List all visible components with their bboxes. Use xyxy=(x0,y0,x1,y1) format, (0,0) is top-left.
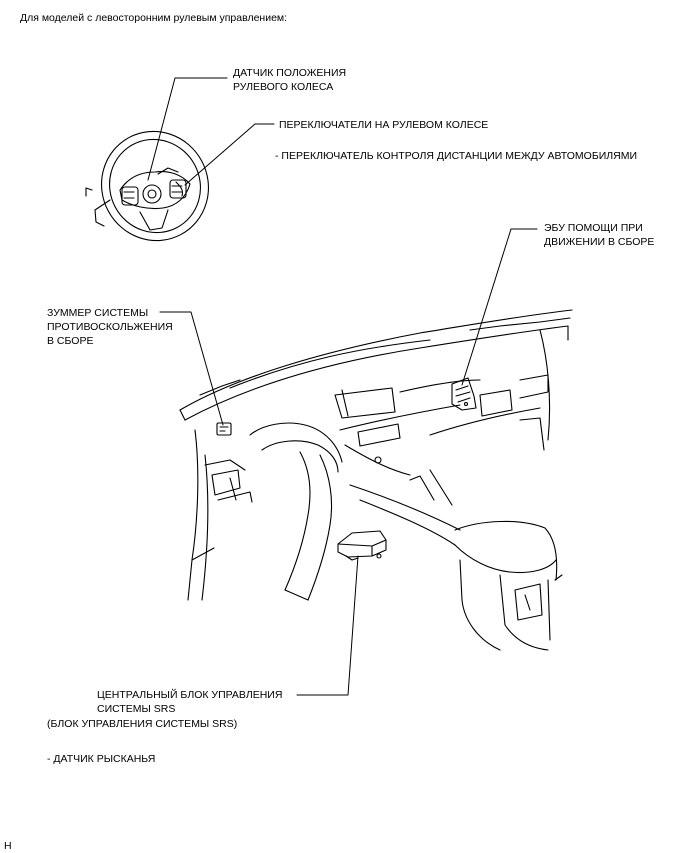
airbag-sensor-component xyxy=(337,530,387,561)
label-wheel-switches: ПЕРЕКЛЮЧАТЕЛИ НА РУЛЕВОМ КОЛЕСЕ xyxy=(279,119,489,131)
label-buzzer-line1: ЗУММЕР СИСТЕМЫ xyxy=(47,307,149,319)
driving-ecu-component xyxy=(451,377,477,411)
leader-steering-sensor xyxy=(147,77,228,181)
leader-buzzer xyxy=(159,311,224,426)
leader-lines xyxy=(147,77,538,696)
label-steering-sensor-line1: ДАТЧИК ПОЛОЖЕНИЯ xyxy=(233,67,347,79)
label-airbag-line1: ЦЕНТРАЛЬНЫЙ БЛОК УПРАВЛЕНИЯ xyxy=(97,689,283,701)
steering-wheel-illustration xyxy=(85,130,209,242)
buzzer-component xyxy=(216,422,232,436)
dashboard-illustration xyxy=(179,309,573,651)
leader-driving-ecu xyxy=(461,228,538,386)
leader-wheel-switches xyxy=(184,123,275,186)
label-distance-switch: - ПЕРЕКЛЮЧАТЕЛЬ КОНТРОЛЯ ДИСТАНЦИИ МЕЖДУ… xyxy=(275,150,638,162)
label-driving-ecu-line2: ДВИЖЕНИИ В СБОРЕ xyxy=(544,236,655,248)
label-driving-ecu-line1: ЭБУ ПОМОЩИ ПРИ xyxy=(544,222,643,234)
label-airbag-line3: (БЛОК УПРАВЛЕНИЯ СИСТЕМЫ SRS) xyxy=(47,718,238,730)
label-buzzer-line3: В СБОРЕ xyxy=(47,335,94,347)
label-yaw-sensor: - ДАТЧИК РЫСКАНЬЯ xyxy=(47,753,156,765)
leader-airbag xyxy=(296,555,359,696)
figure-code: H xyxy=(4,840,12,852)
label-buzzer-line2: ПРОТИВОСКОЛЬЖЕНИЯ xyxy=(47,321,173,333)
page-title: Для моделей с левосторонним рулевым упра… xyxy=(20,12,288,24)
label-airbag-line2: СИСТЕМЫ SRS xyxy=(97,703,176,715)
label-steering-sensor-line2: РУЛЕВОГО КОЛЕСА xyxy=(233,81,334,93)
